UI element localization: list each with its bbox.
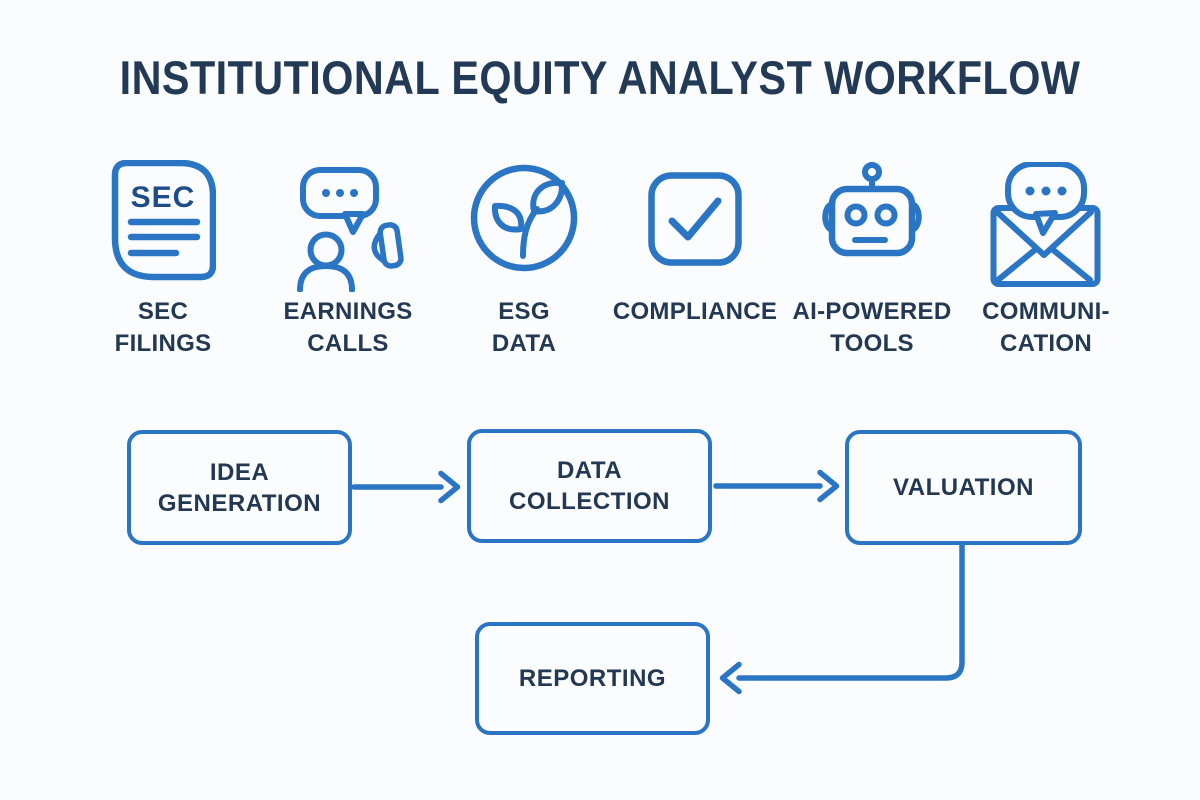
arrow-idea-to-data (351, 470, 461, 504)
icon-label-earnings-calls: EARNINGS CALLS (283, 298, 413, 357)
robot-icon (822, 162, 922, 257)
icon-item-esg-data: ESG DATA (434, 160, 614, 396)
icon-label-esg-data: ESG DATA (491, 298, 557, 357)
flow-box-reporting: REPORTING (475, 622, 710, 735)
icon-item-sec-filings: SEC SEC FILINGS (73, 160, 253, 396)
megaphone-icon (371, 222, 404, 269)
icon-label-sec-filings: SEC FILINGS (114, 298, 212, 357)
page-title: INSTITUTIONAL EQUITY ANALYST WORKFLOW (119, 51, 1081, 104)
arrow-data-to-valuation (713, 469, 840, 503)
sec-document-icon: SEC (111, 160, 216, 281)
flow-box-data-collection: DATA COLLECTION (467, 429, 712, 543)
arrow-valuation-to-reporting (719, 542, 965, 695)
icon-label-communication: COMMUNI- CATION (982, 298, 1110, 357)
earnings-call-icon (297, 167, 404, 292)
icon-label-compliance: COMPLIANCE (612, 298, 778, 325)
icon-item-ai-powered-tools: AI-POWERED TOOLS (782, 160, 962, 396)
flow-box-valuation: VALUATION (845, 430, 1082, 545)
icon-label-ai-powered-tools: AI-POWERED TOOLS (792, 298, 952, 357)
esg-leaf-icon (470, 164, 578, 272)
icon-item-earnings-calls: EARNINGS CALLS (258, 160, 438, 396)
envelope-chat-icon (990, 162, 1101, 287)
sec-doc-label: SEC (131, 181, 196, 214)
flow-box-idea-generation: IDEA GENERATION (127, 430, 352, 545)
icon-item-compliance: COMPLIANCE (605, 160, 785, 396)
compliance-check-icon (648, 172, 742, 266)
icon-item-communication: COMMUNI- CATION (956, 160, 1136, 396)
